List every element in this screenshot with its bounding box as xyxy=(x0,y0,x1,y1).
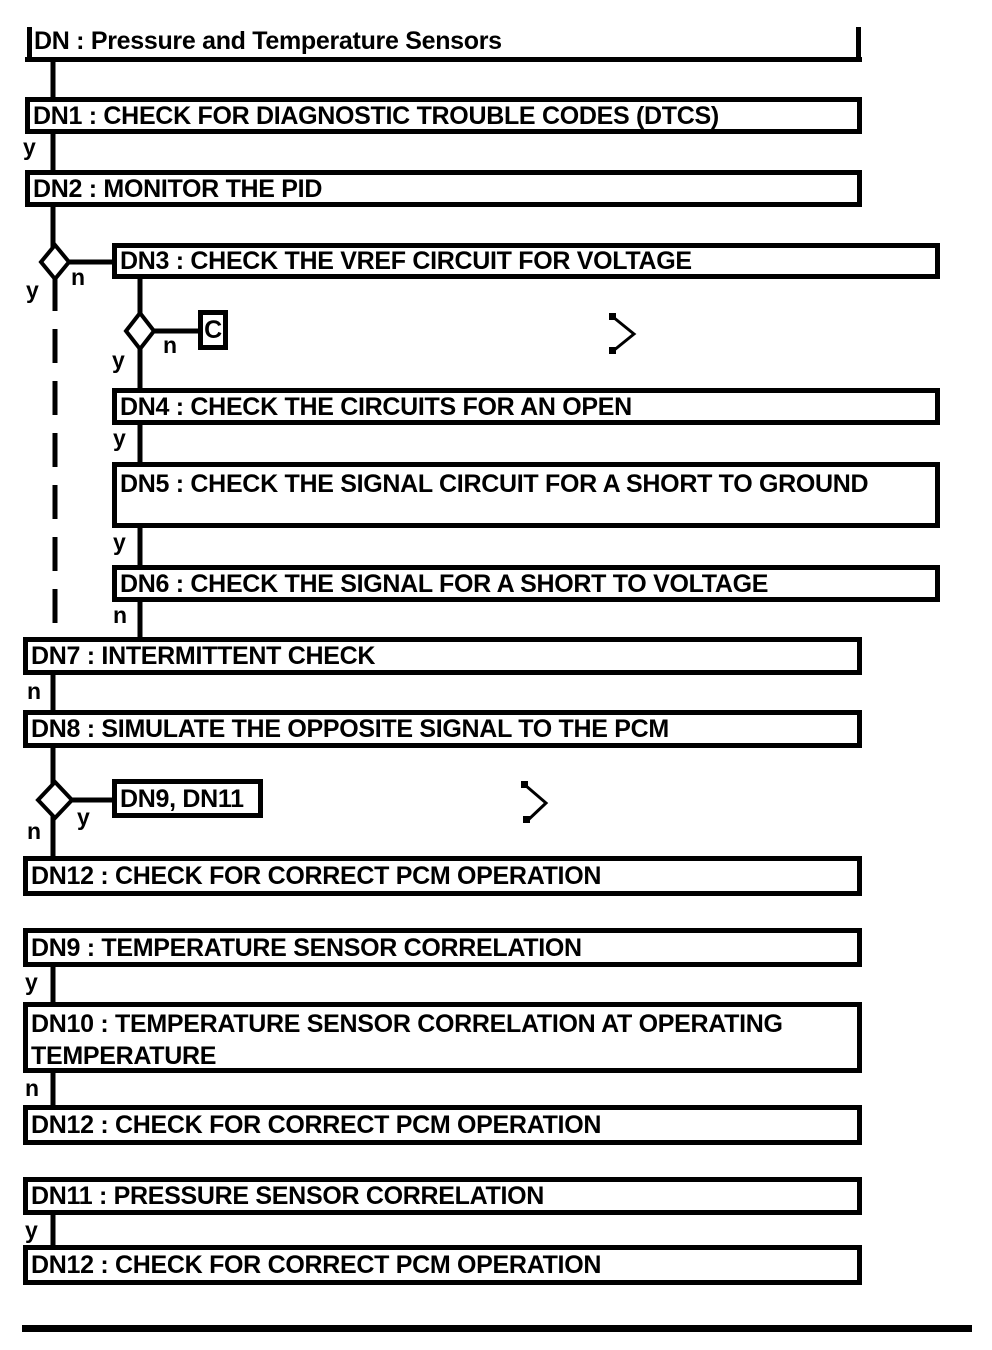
decision3-diamond-icon xyxy=(35,779,75,821)
branch-label-dn8-no: n xyxy=(27,818,42,844)
edges xyxy=(22,27,972,1332)
branch-label-dn3-yes: y xyxy=(112,347,125,373)
branch-label-dn9-yes: y xyxy=(25,969,38,995)
branch-label-dn6-no: n xyxy=(113,602,128,628)
chevron-dot-icon xyxy=(523,816,530,823)
node-dn9: DN9 : TEMPERATURE SENSOR CORRELATION xyxy=(23,928,862,967)
chevron-dot-icon xyxy=(521,781,528,788)
chevron-right-icon xyxy=(524,783,549,823)
branch-label-dn2-no: n xyxy=(71,264,86,290)
title-bracket-left xyxy=(27,27,32,62)
node-dn8: DN8 : SIMULATE THE OPPOSITE SIGNAL TO TH… xyxy=(23,710,862,748)
node-dn12-after-dn11: DN12 : CHECK FOR CORRECT PCM OPERATION xyxy=(23,1245,862,1285)
node-dn1: DN1 : CHECK FOR DIAGNOSTIC TROUBLE CODES… xyxy=(25,97,862,134)
node-dn12-after-dn8: DN12 : CHECK FOR CORRECT PCM OPERATION xyxy=(23,856,862,896)
node-dn5: DN5 : CHECK THE SIGNAL CIRCUIT FOR A SHO… xyxy=(112,462,940,528)
decision1-diamond-icon xyxy=(38,241,72,283)
branch-label-dn7-no: n xyxy=(27,678,42,704)
node-dn10: DN10 : TEMPERATURE SENSOR CORRELATION AT… xyxy=(23,1002,862,1073)
node-offpage-c: C xyxy=(198,310,228,350)
node-dn3: DN3 : CHECK THE VREF CIRCUIT FOR VOLTAGE xyxy=(112,243,940,279)
node-dn2: DN2 : MONITOR THE PID xyxy=(25,170,862,207)
branch-label-dn4-yes: y xyxy=(113,425,126,451)
chevron-right-icon xyxy=(612,315,637,353)
node-dn9-dn11-ref: DN9, DN11 xyxy=(112,779,263,818)
node-dn7: DN7 : INTERMITTENT CHECK xyxy=(23,637,862,675)
node-dn4: DN4 : CHECK THE CIRCUITS FOR AN OPEN xyxy=(112,388,940,425)
offpage-chevrons xyxy=(521,313,637,823)
node-dn11: DN11 : PRESSURE SENSOR CORRELATION xyxy=(23,1177,862,1215)
branch-label-dn10-no: n xyxy=(25,1075,40,1101)
node-dn12-after-dn10: DN12 : CHECK FOR CORRECT PCM OPERATION xyxy=(23,1105,862,1145)
branch-label-dn11-yes: y xyxy=(25,1217,38,1243)
bottom-rule xyxy=(22,1325,972,1332)
branch-label-dn2-yes: y xyxy=(26,277,39,303)
branch-label-dn3-no: n xyxy=(163,332,178,358)
decision2-diamond-icon xyxy=(123,309,157,353)
chevron-dot-icon xyxy=(609,347,616,354)
decision-diamonds xyxy=(35,241,157,821)
branch-label-dn5-yes: y xyxy=(113,529,126,555)
page-title: DN : Pressure and Temperature Sensors xyxy=(34,27,502,55)
branch-label-dn8-yes: y xyxy=(77,804,90,830)
chevron-dot-icon xyxy=(609,313,616,320)
node-dn6: DN6 : CHECK THE SIGNAL FOR A SHORT TO VO… xyxy=(112,565,940,602)
title-bracket-right xyxy=(856,27,861,62)
title-underline xyxy=(25,57,862,62)
branch-label-dn1-yes: y xyxy=(23,134,36,160)
